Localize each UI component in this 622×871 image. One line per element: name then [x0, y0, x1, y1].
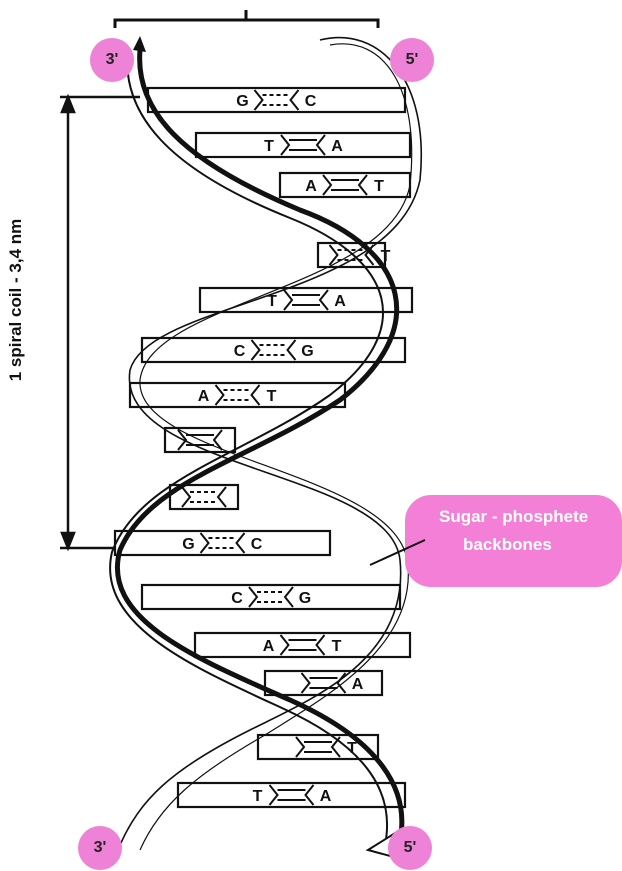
callout-pointer	[0, 0, 622, 871]
